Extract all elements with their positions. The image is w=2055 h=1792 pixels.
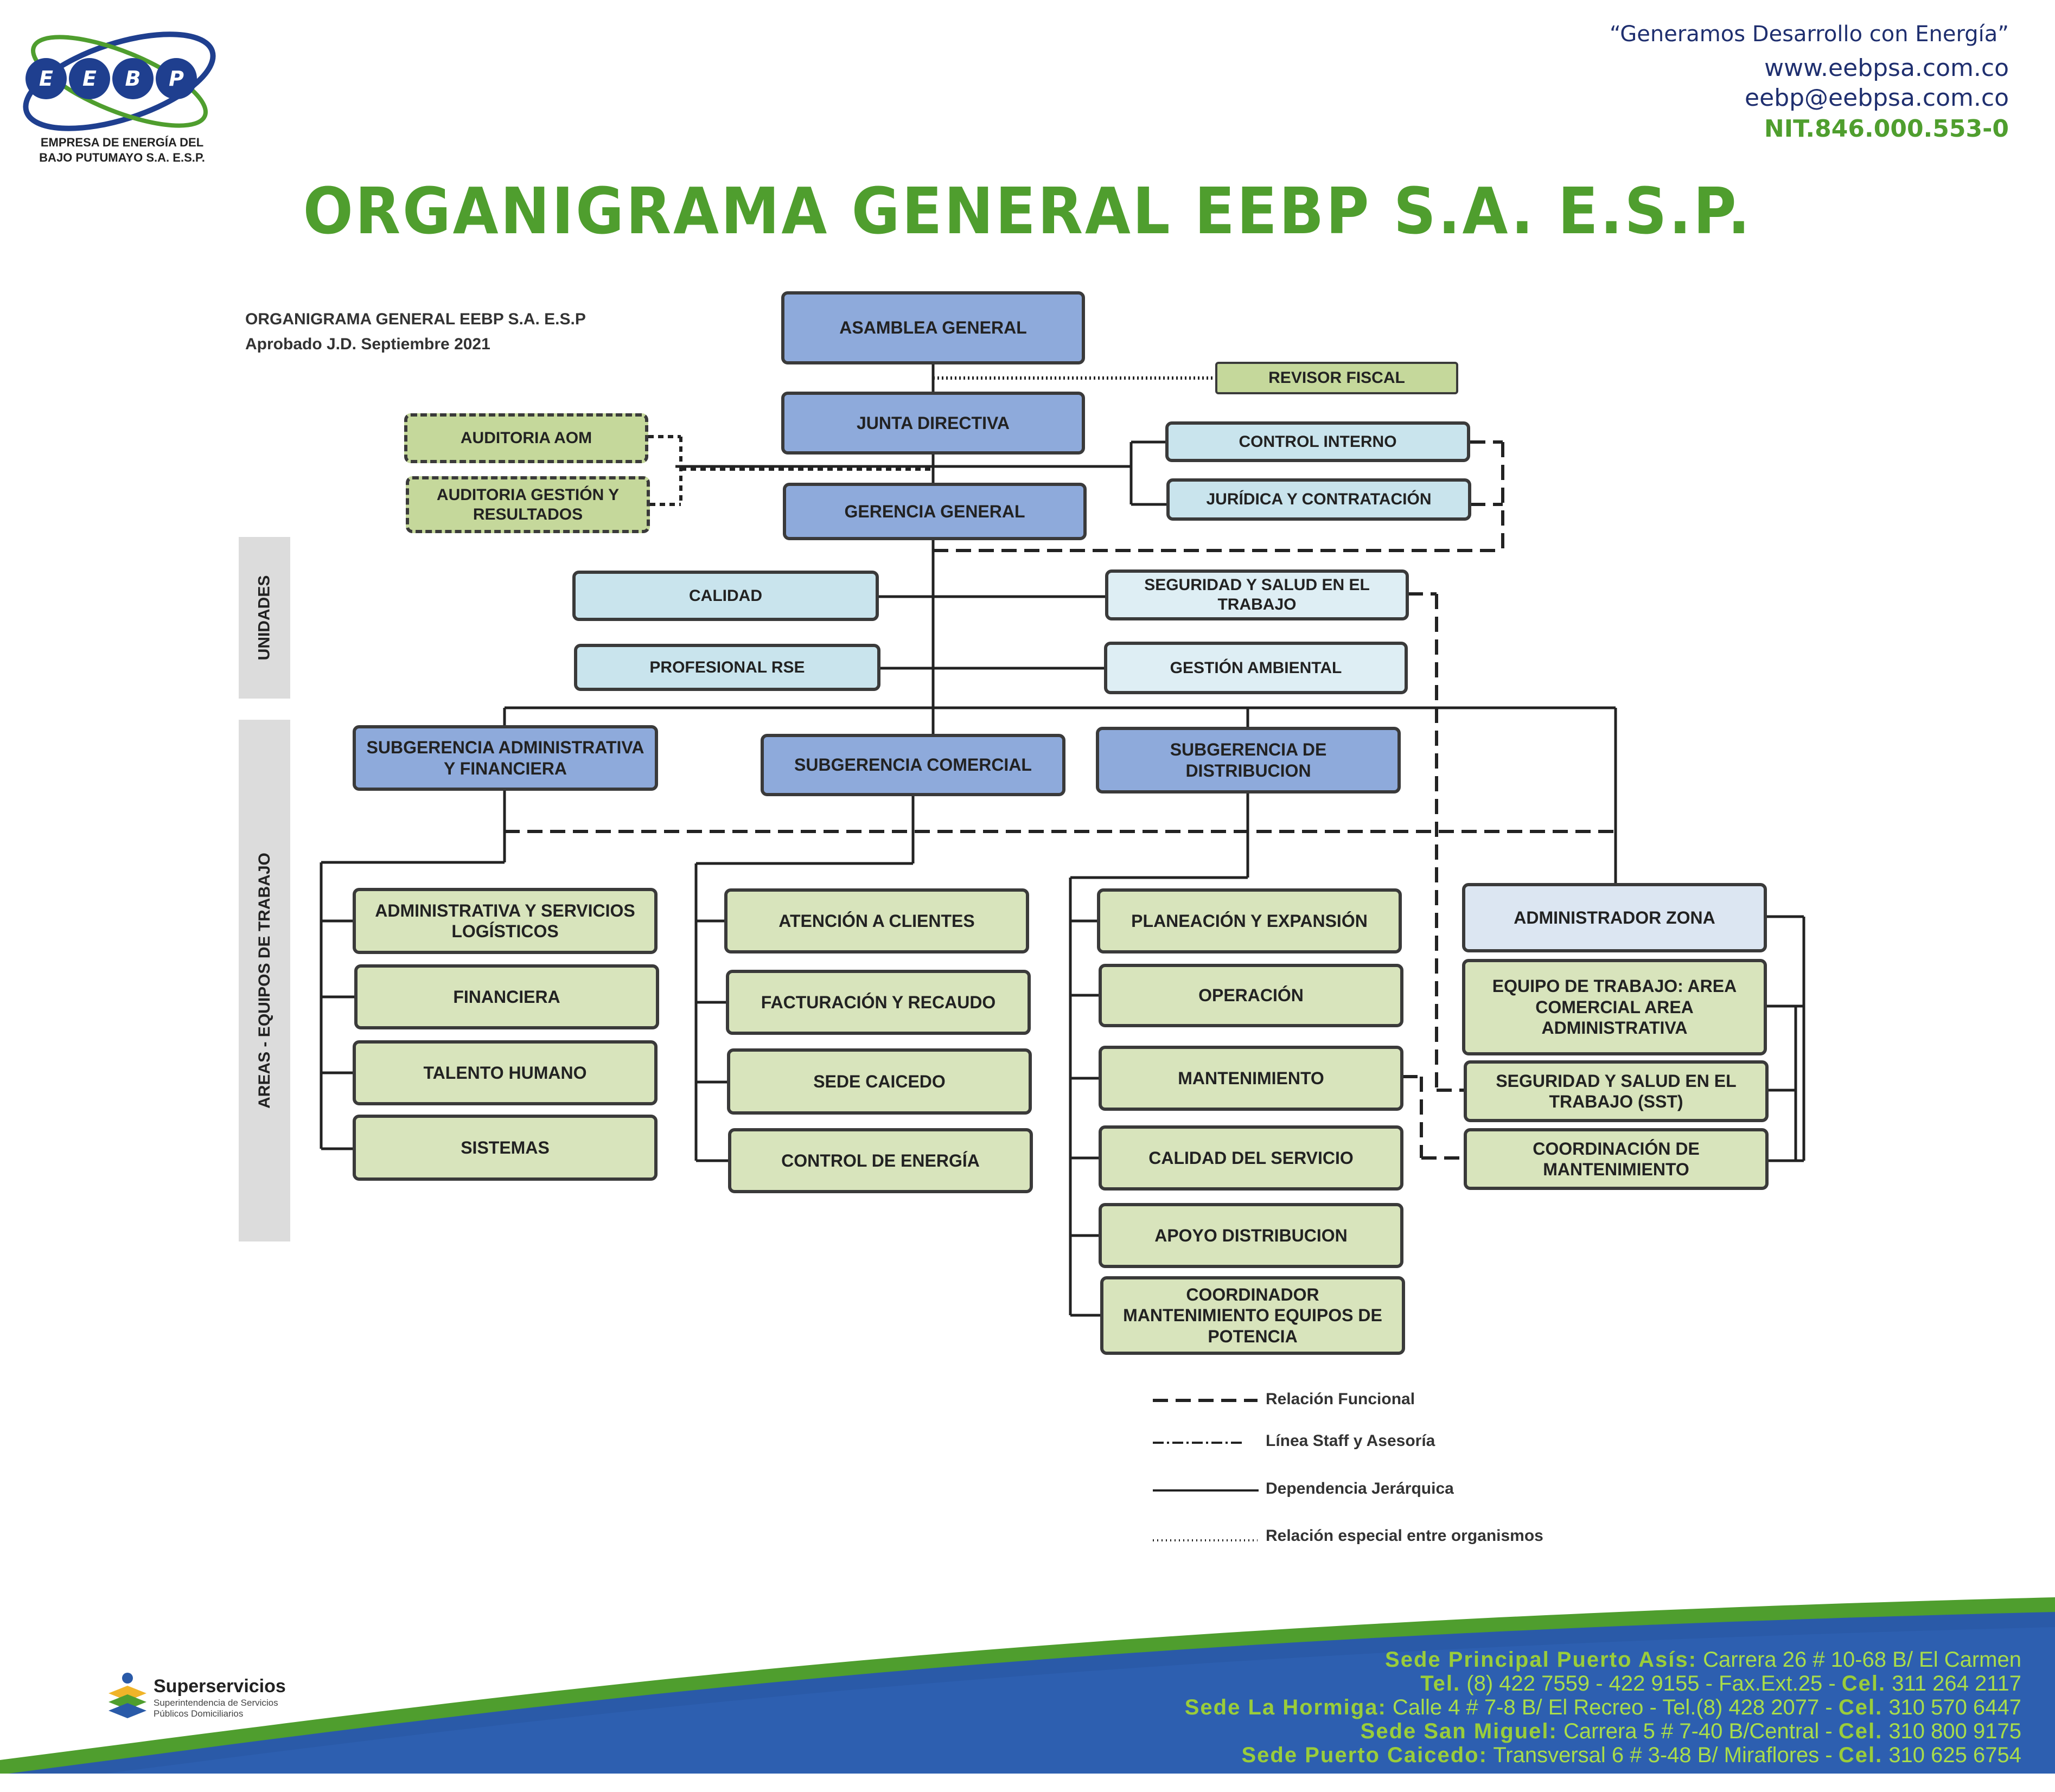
superservicios-sub2: Públicos Domiciliarios bbox=[154, 1708, 244, 1719]
footer-line-puerto-caicedo: Sede Puerto Caicedo: Transversal 6 # 3-4… bbox=[1241, 1743, 2021, 1767]
footer-line-san-miguel: Sede San Miguel: Carrera 5 # 7-40 B/Cent… bbox=[1360, 1719, 2021, 1743]
page-title: ORGANIGRAMA GENERAL EEBP S.A. E.S.P. bbox=[303, 174, 1752, 248]
chart-info-approval: Aprobado J.D. Septiembre 2021 bbox=[245, 335, 490, 353]
nit-number: NIT.846.000.553-0 bbox=[1764, 115, 2009, 143]
legend-relacion-especial: Relación especial entre organismos bbox=[1266, 1527, 1543, 1545]
legend-linea-staff: Línea Staff y Asesoría bbox=[1266, 1432, 1435, 1450]
logo-company-line2: BAJO PUTUMAYO S.A. E.S.P. bbox=[39, 151, 205, 164]
superservicios-sub1: Superintendencia de Servicios bbox=[154, 1698, 278, 1708]
node-profesional-rse[interactable]: PROFESIONAL RSE bbox=[574, 644, 880, 691]
dashed-connectors bbox=[505, 440, 1619, 1160]
footer-line-telefonos: Tel. (8) 422 7559 - 422 9155 - Fax.Ext.2… bbox=[1420, 1672, 2021, 1695]
node-operacion[interactable]: OPERACIÓN bbox=[1099, 964, 1403, 1027]
legend-dependencia-jerarquica: Dependencia Jerárquica bbox=[1266, 1480, 1454, 1497]
logo-letter-1: E bbox=[39, 67, 53, 91]
node-coordinador-potencia[interactable]: COORDINADOR MANTENIMIENTO EQUIPOS DE POT… bbox=[1100, 1276, 1405, 1355]
node-sistemas[interactable]: SISTEMAS bbox=[353, 1115, 658, 1181]
node-auditoria-aom[interactable]: AUDITORIA AOM bbox=[404, 413, 648, 463]
slogan: “Generamos Desarrollo con Energía” bbox=[1609, 22, 2009, 47]
node-facturacion-recaudo[interactable]: FACTURACIÓN Y RECAUDO bbox=[726, 970, 1031, 1035]
logo-letter-2: E bbox=[82, 67, 97, 91]
footer-base bbox=[0, 1774, 2055, 1792]
node-subgerencia-comercial[interactable]: SUBGERENCIA COMERCIAL bbox=[761, 734, 1065, 796]
logo-company-line1: EMPRESA DE ENERGÍA DEL bbox=[41, 136, 203, 149]
node-planeacion-expansion[interactable]: PLANEACIÓN Y EXPANSIÓN bbox=[1097, 888, 1402, 953]
superservicios-name: Superservicios bbox=[154, 1676, 286, 1697]
node-auditoria-gestion[interactable]: AUDITORIA GESTIÓN Y RESULTADOS bbox=[406, 476, 650, 533]
footer-line-puerto-asis: Sede Principal Puerto Asís: Carrera 26 #… bbox=[1385, 1648, 2021, 1672]
superservicios-icon bbox=[109, 1673, 146, 1718]
solid-connectors bbox=[320, 364, 1805, 1317]
node-seguridad-salud-trabajo[interactable]: SEGURIDAD Y SALUD EN EL TRABAJO bbox=[1105, 569, 1409, 620]
node-talento-humano[interactable]: TALENTO HUMANO bbox=[353, 1040, 658, 1105]
email-link[interactable]: eebp@eebpsa.com.co bbox=[1745, 84, 2009, 112]
footer-line-la-hormiga: Sede La Hormiga: Calle 4 # 7-8 B/ El Rec… bbox=[1184, 1695, 2021, 1719]
logo-letter-3: B bbox=[125, 67, 141, 91]
node-mantenimiento[interactable]: MANTENIMIENTO bbox=[1099, 1046, 1403, 1111]
node-coordinacion-mantenimiento[interactable]: COORDINACIÓN DE MANTENIMIENTO bbox=[1464, 1128, 1769, 1190]
node-atencion-clientes[interactable]: ATENCIÓN A CLIENTES bbox=[724, 888, 1029, 953]
node-calidad-servicio[interactable]: CALIDAD DEL SERVICIO bbox=[1099, 1125, 1403, 1191]
node-sst-zona[interactable]: SEGURIDAD Y SALUD EN EL TRABAJO (SST) bbox=[1464, 1060, 1769, 1122]
node-equipo-trabajo[interactable]: EQUIPO DE TRABAJO: AREA COMERCIAL AREA A… bbox=[1462, 959, 1767, 1055]
superservicios-logo: Superservicios Superintendencia de Servi… bbox=[106, 1671, 350, 1725]
node-gerencia-general[interactable]: GERENCIA GENERAL bbox=[783, 483, 1087, 540]
footer-addresses: Sede Principal Puerto Asís: Carrera 26 #… bbox=[1185, 1648, 2021, 1767]
node-administrador-zona[interactable]: ADMINISTRADOR ZONA bbox=[1462, 883, 1767, 952]
node-calidad[interactable]: CALIDAD bbox=[572, 571, 879, 621]
eebp-logo: E E B P EMPRESA DE ENERGÍA DEL BAJO PUTU… bbox=[23, 31, 216, 164]
node-sede-caicedo[interactable]: SEDE CAICEDO bbox=[727, 1048, 1032, 1115]
node-juridica-contratacion[interactable]: JURÍDICA Y CONTRATACIÓN bbox=[1166, 478, 1471, 521]
node-administrativa-logisticos[interactable]: ADMINISTRATIVA Y SERVICIOS LOGÍSTICOS bbox=[353, 888, 658, 954]
node-financiera[interactable]: FINANCIERA bbox=[354, 964, 659, 1029]
node-control-interno[interactable]: CONTROL INTERNO bbox=[1165, 421, 1470, 462]
side-label-areas: AREAS - EQUIPOS DE TRABAJO bbox=[239, 720, 290, 1241]
node-subgerencia-distribucion[interactable]: SUBGERENCIA DE DISTRIBUCION bbox=[1096, 727, 1401, 793]
node-control-energia[interactable]: CONTROL DE ENERGÍA bbox=[728, 1128, 1033, 1193]
legend-relacion-funcional: Relación Funcional bbox=[1266, 1390, 1415, 1408]
node-asamblea-general[interactable]: ASAMBLEA GENERAL bbox=[781, 291, 1085, 364]
auditoria-connectors bbox=[648, 435, 933, 506]
logo-letter-4: P bbox=[169, 67, 184, 91]
node-revisor-fiscal[interactable]: REVISOR FISCAL bbox=[1215, 362, 1458, 394]
node-gestion-ambiental[interactable]: GESTIÓN AMBIENTAL bbox=[1104, 642, 1408, 694]
footer-wave bbox=[0, 1597, 2055, 1792]
node-junta-directiva[interactable]: JUNTA DIRECTIVA bbox=[781, 392, 1085, 455]
website-link[interactable]: www.eebpsa.com.co bbox=[1764, 54, 2009, 82]
side-label-unidades: UNIDADES bbox=[239, 537, 290, 699]
chart-info-title: ORGANIGRAMA GENERAL EEBP S.A. E.S.P bbox=[245, 310, 586, 328]
node-apoyo-distribucion[interactable]: APOYO DISTRIBUCION bbox=[1099, 1203, 1403, 1268]
node-subgerencia-administrativa[interactable]: SUBGERENCIA ADMINISTRATIVA Y FINANCIERA bbox=[353, 725, 658, 791]
legend-lines bbox=[1153, 1399, 1259, 1541]
logo-letter-circles bbox=[25, 58, 197, 99]
